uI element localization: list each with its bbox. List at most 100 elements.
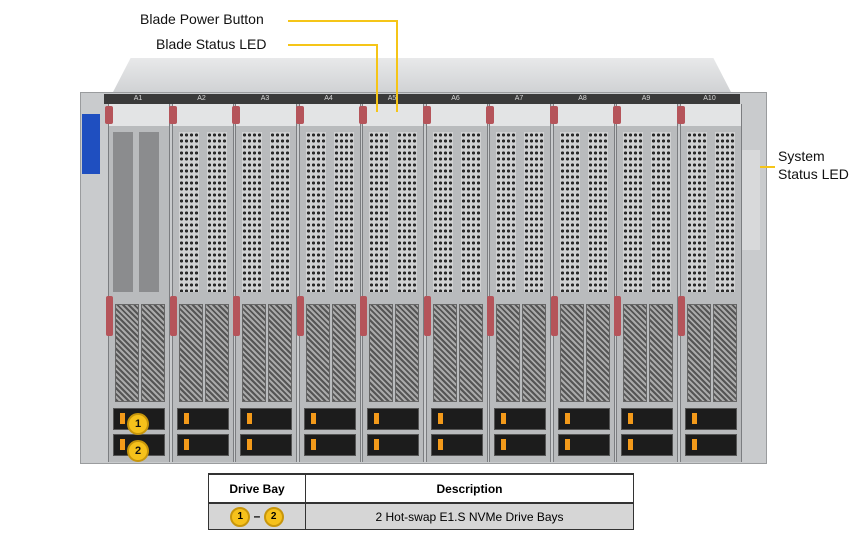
drive-latch[interactable] bbox=[550, 296, 558, 336]
slot-label: A9 bbox=[641, 95, 651, 102]
cell-drive-bay: 1 – 2 bbox=[208, 503, 306, 530]
blade-latch[interactable] bbox=[105, 106, 113, 124]
drive-latch[interactable] bbox=[487, 296, 494, 336]
leader-line bbox=[760, 166, 775, 168]
vent bbox=[369, 132, 389, 292]
header-description: Description bbox=[305, 473, 634, 504]
e1s-drive-bay-2[interactable] bbox=[557, 434, 610, 456]
blade-latch[interactable] bbox=[295, 106, 304, 124]
vent bbox=[333, 132, 354, 292]
blade-A10[interactable] bbox=[676, 104, 742, 462]
blade-A5[interactable] bbox=[359, 104, 424, 462]
module-bay[interactable] bbox=[395, 304, 419, 402]
module-bay[interactable] bbox=[115, 304, 139, 402]
io-card bbox=[139, 132, 159, 292]
e1s-drive-bay-2[interactable] bbox=[684, 434, 737, 456]
module-bay[interactable] bbox=[623, 304, 647, 402]
drive-led-icon bbox=[564, 413, 570, 424]
slot-label: A10 bbox=[703, 95, 716, 102]
drive-latch[interactable] bbox=[423, 296, 431, 336]
blade-latch[interactable] bbox=[613, 106, 621, 124]
blade-handle bbox=[553, 104, 614, 126]
e1s-drive-bay-1[interactable] bbox=[621, 408, 673, 430]
vent bbox=[686, 132, 707, 292]
blade-latch[interactable] bbox=[422, 106, 431, 124]
module-bay[interactable] bbox=[268, 304, 292, 402]
module-bay[interactable] bbox=[458, 304, 483, 402]
module-bay[interactable] bbox=[522, 304, 546, 402]
module-bay[interactable] bbox=[305, 304, 330, 402]
e1s-drive-bay-1[interactable] bbox=[367, 408, 419, 430]
module-bay[interactable] bbox=[496, 304, 520, 402]
dash: – bbox=[253, 508, 261, 523]
callout-blade-status-led: Blade Status LED bbox=[156, 36, 267, 52]
badge-2: 2 bbox=[263, 506, 284, 527]
e1s-drive-bay-1[interactable] bbox=[240, 408, 292, 430]
blade-A6[interactable] bbox=[422, 104, 488, 462]
drive-led-icon bbox=[628, 439, 633, 450]
drive-latch[interactable] bbox=[614, 296, 621, 336]
drive-latch[interactable] bbox=[106, 296, 113, 336]
blade-handle bbox=[680, 104, 741, 126]
blade-A1[interactable] bbox=[105, 104, 170, 462]
drive-led-icon bbox=[374, 413, 379, 424]
module-bay[interactable] bbox=[559, 304, 584, 402]
module-bay[interactable] bbox=[712, 304, 737, 402]
e1s-drive-bay-1[interactable] bbox=[557, 408, 610, 430]
e1s-drive-bay-2[interactable] bbox=[430, 434, 483, 456]
blade-handle bbox=[363, 104, 423, 126]
module-bay[interactable] bbox=[178, 304, 203, 402]
blade-latch[interactable] bbox=[232, 106, 240, 124]
module-bay[interactable] bbox=[242, 304, 266, 402]
drive-latch[interactable] bbox=[677, 296, 685, 336]
io-card bbox=[113, 132, 133, 292]
vent bbox=[496, 132, 516, 292]
module-bay[interactable] bbox=[331, 304, 356, 402]
e1s-drive-bay-2[interactable] bbox=[303, 434, 356, 456]
vent bbox=[178, 132, 199, 292]
e1s-drive-bay-1[interactable] bbox=[684, 408, 737, 430]
e1s-drive-bay-2[interactable] bbox=[240, 434, 292, 456]
e1s-drive-bay-1[interactable] bbox=[430, 408, 483, 430]
module-bay[interactable] bbox=[649, 304, 673, 402]
e1s-drive-bay-2[interactable] bbox=[494, 434, 546, 456]
module-bay[interactable] bbox=[686, 304, 711, 402]
slot-label: A7 bbox=[514, 95, 524, 102]
e1s-drive-bay-2[interactable] bbox=[367, 434, 419, 456]
module-bay[interactable] bbox=[585, 304, 610, 402]
vent bbox=[242, 132, 262, 292]
drive-led-icon bbox=[374, 439, 379, 450]
blade-A8[interactable] bbox=[549, 104, 615, 462]
drive-led-icon bbox=[501, 439, 506, 450]
e1s-drive-bay-1[interactable] bbox=[494, 408, 546, 430]
e1s-drive-bay-2[interactable] bbox=[621, 434, 673, 456]
e1s-drive-bay-2[interactable] bbox=[176, 434, 229, 456]
leader-line bbox=[396, 20, 398, 112]
module-bay[interactable] bbox=[369, 304, 393, 402]
blade-latch[interactable] bbox=[486, 106, 494, 124]
e1s-drive-bay-1[interactable] bbox=[176, 408, 229, 430]
drive-latch[interactable] bbox=[360, 296, 367, 336]
superblade-logo bbox=[82, 114, 100, 174]
blade-A3[interactable] bbox=[232, 104, 297, 462]
module-bay[interactable] bbox=[432, 304, 457, 402]
drive-latch[interactable] bbox=[233, 296, 240, 336]
leader-line bbox=[288, 20, 398, 22]
blade-latch[interactable] bbox=[359, 106, 367, 124]
blade-A7[interactable] bbox=[486, 104, 551, 462]
drive-led-icon bbox=[310, 439, 316, 450]
drive-led-icon bbox=[564, 439, 570, 450]
blade-latch[interactable] bbox=[168, 106, 177, 124]
module-bay[interactable] bbox=[204, 304, 229, 402]
drive-latch[interactable] bbox=[169, 296, 177, 336]
e1s-drive-bay-1[interactable] bbox=[303, 408, 356, 430]
blade-A2[interactable] bbox=[168, 104, 234, 462]
blade-latch[interactable] bbox=[549, 106, 558, 124]
drive-latch[interactable] bbox=[296, 296, 304, 336]
module-bay[interactable] bbox=[141, 304, 165, 402]
blade-A9[interactable] bbox=[613, 104, 678, 462]
blade-A4[interactable] bbox=[295, 104, 361, 462]
blade-latch[interactable] bbox=[676, 106, 685, 124]
system-status-led-panel bbox=[742, 150, 760, 250]
drive-bay-table: Drive Bay Description 1 – 2 2 Hot-swap E… bbox=[208, 473, 634, 530]
